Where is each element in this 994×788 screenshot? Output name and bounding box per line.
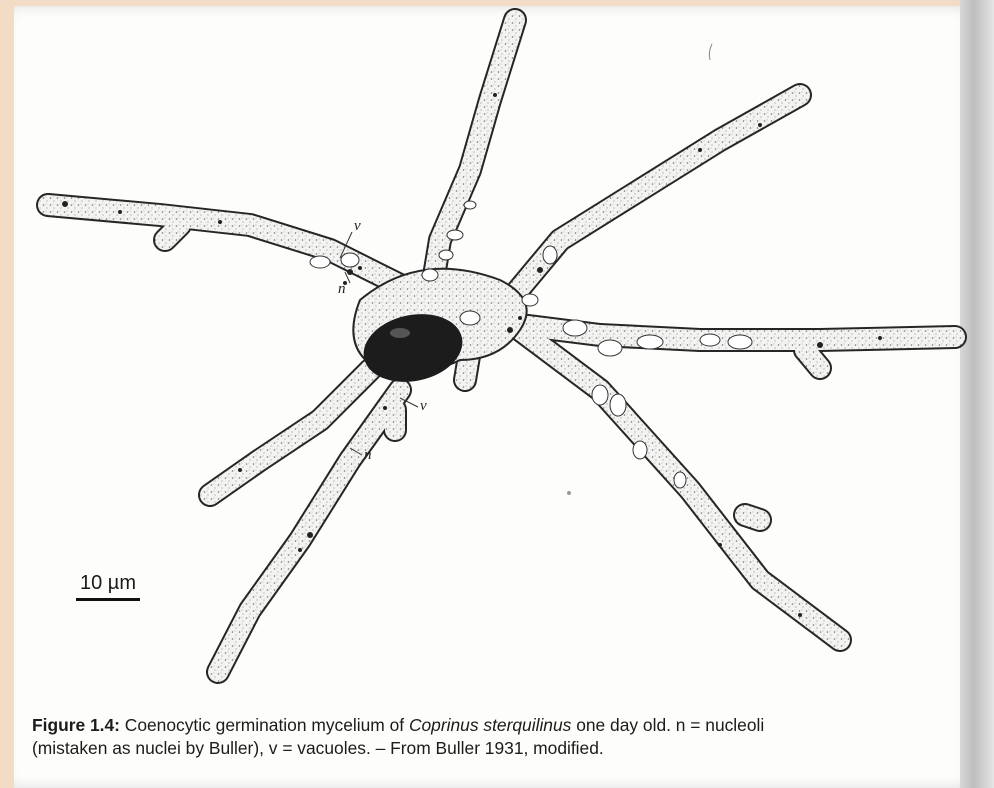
scale-bar-label: 10 µm [76,572,140,595]
species-name: Coprinus sterquilinus [409,715,571,735]
caption-text-1: Coenocytic germination mycelium of [120,715,409,735]
pen-mark [709,44,712,60]
figure-label: Figure 1.4: [32,715,120,735]
mycelium-illustration [0,0,994,700]
figure-caption: Figure 1.4: Coenocytic germination mycel… [32,714,984,760]
label-vacuole-2: v [420,398,427,415]
caption-line-2: (mistaken as nuclei by Buller), v = vacu… [32,737,984,760]
label-nucleolus-2: n [364,447,372,464]
spore-highlight [390,328,410,338]
caption-line-1: Figure 1.4: Coenocytic germination mycel… [32,714,984,737]
dust-speck [567,491,571,495]
scale-bar: 10 µm [76,572,140,601]
scale-bar-line [76,598,140,601]
label-vacuole-1: v [354,218,361,235]
label-nucleolus-1: n [338,281,346,298]
caption-text-2: one day old. n = nucleoli [571,715,764,735]
